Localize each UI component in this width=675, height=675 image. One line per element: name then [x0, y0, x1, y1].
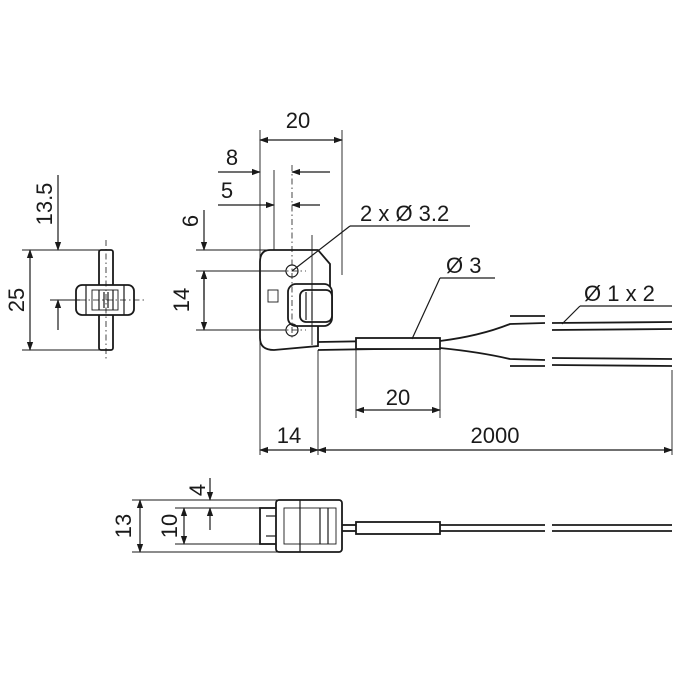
bottom-view: 4 10 13 — [111, 478, 672, 553]
dim-holes: 2 x Ø 3.2 — [360, 201, 449, 226]
dim-offset-5: 5 — [221, 178, 233, 203]
dim-top-6: 6 — [178, 215, 203, 227]
dim-bottom-4: 4 — [185, 484, 210, 496]
dim-width-top: 20 — [286, 108, 310, 133]
dim-body-length: 14 — [277, 423, 301, 448]
dim-sleeve-diameter: Ø 3 — [446, 253, 481, 278]
dim-offset-8: 8 — [226, 145, 238, 170]
dim-side-offset: 13.5 — [32, 183, 57, 226]
dim-cable: Ø 1 x 2 — [584, 281, 655, 306]
dim-bottom-10: 10 — [157, 514, 182, 538]
dim-bottom-13: 13 — [111, 514, 136, 538]
dim-hole-pitch: 14 — [169, 288, 194, 312]
dim-cable-length: 2000 — [471, 423, 520, 448]
dim-side-height: 25 — [4, 288, 29, 312]
dim-sleeve-length: 20 — [386, 385, 410, 410]
side-view: 25 13.5 — [4, 175, 144, 360]
front-view: 20 8 5 6 14 2 x Ø 3.2 Ø 3 Ø 1 x 2 20 14 — [169, 108, 673, 455]
